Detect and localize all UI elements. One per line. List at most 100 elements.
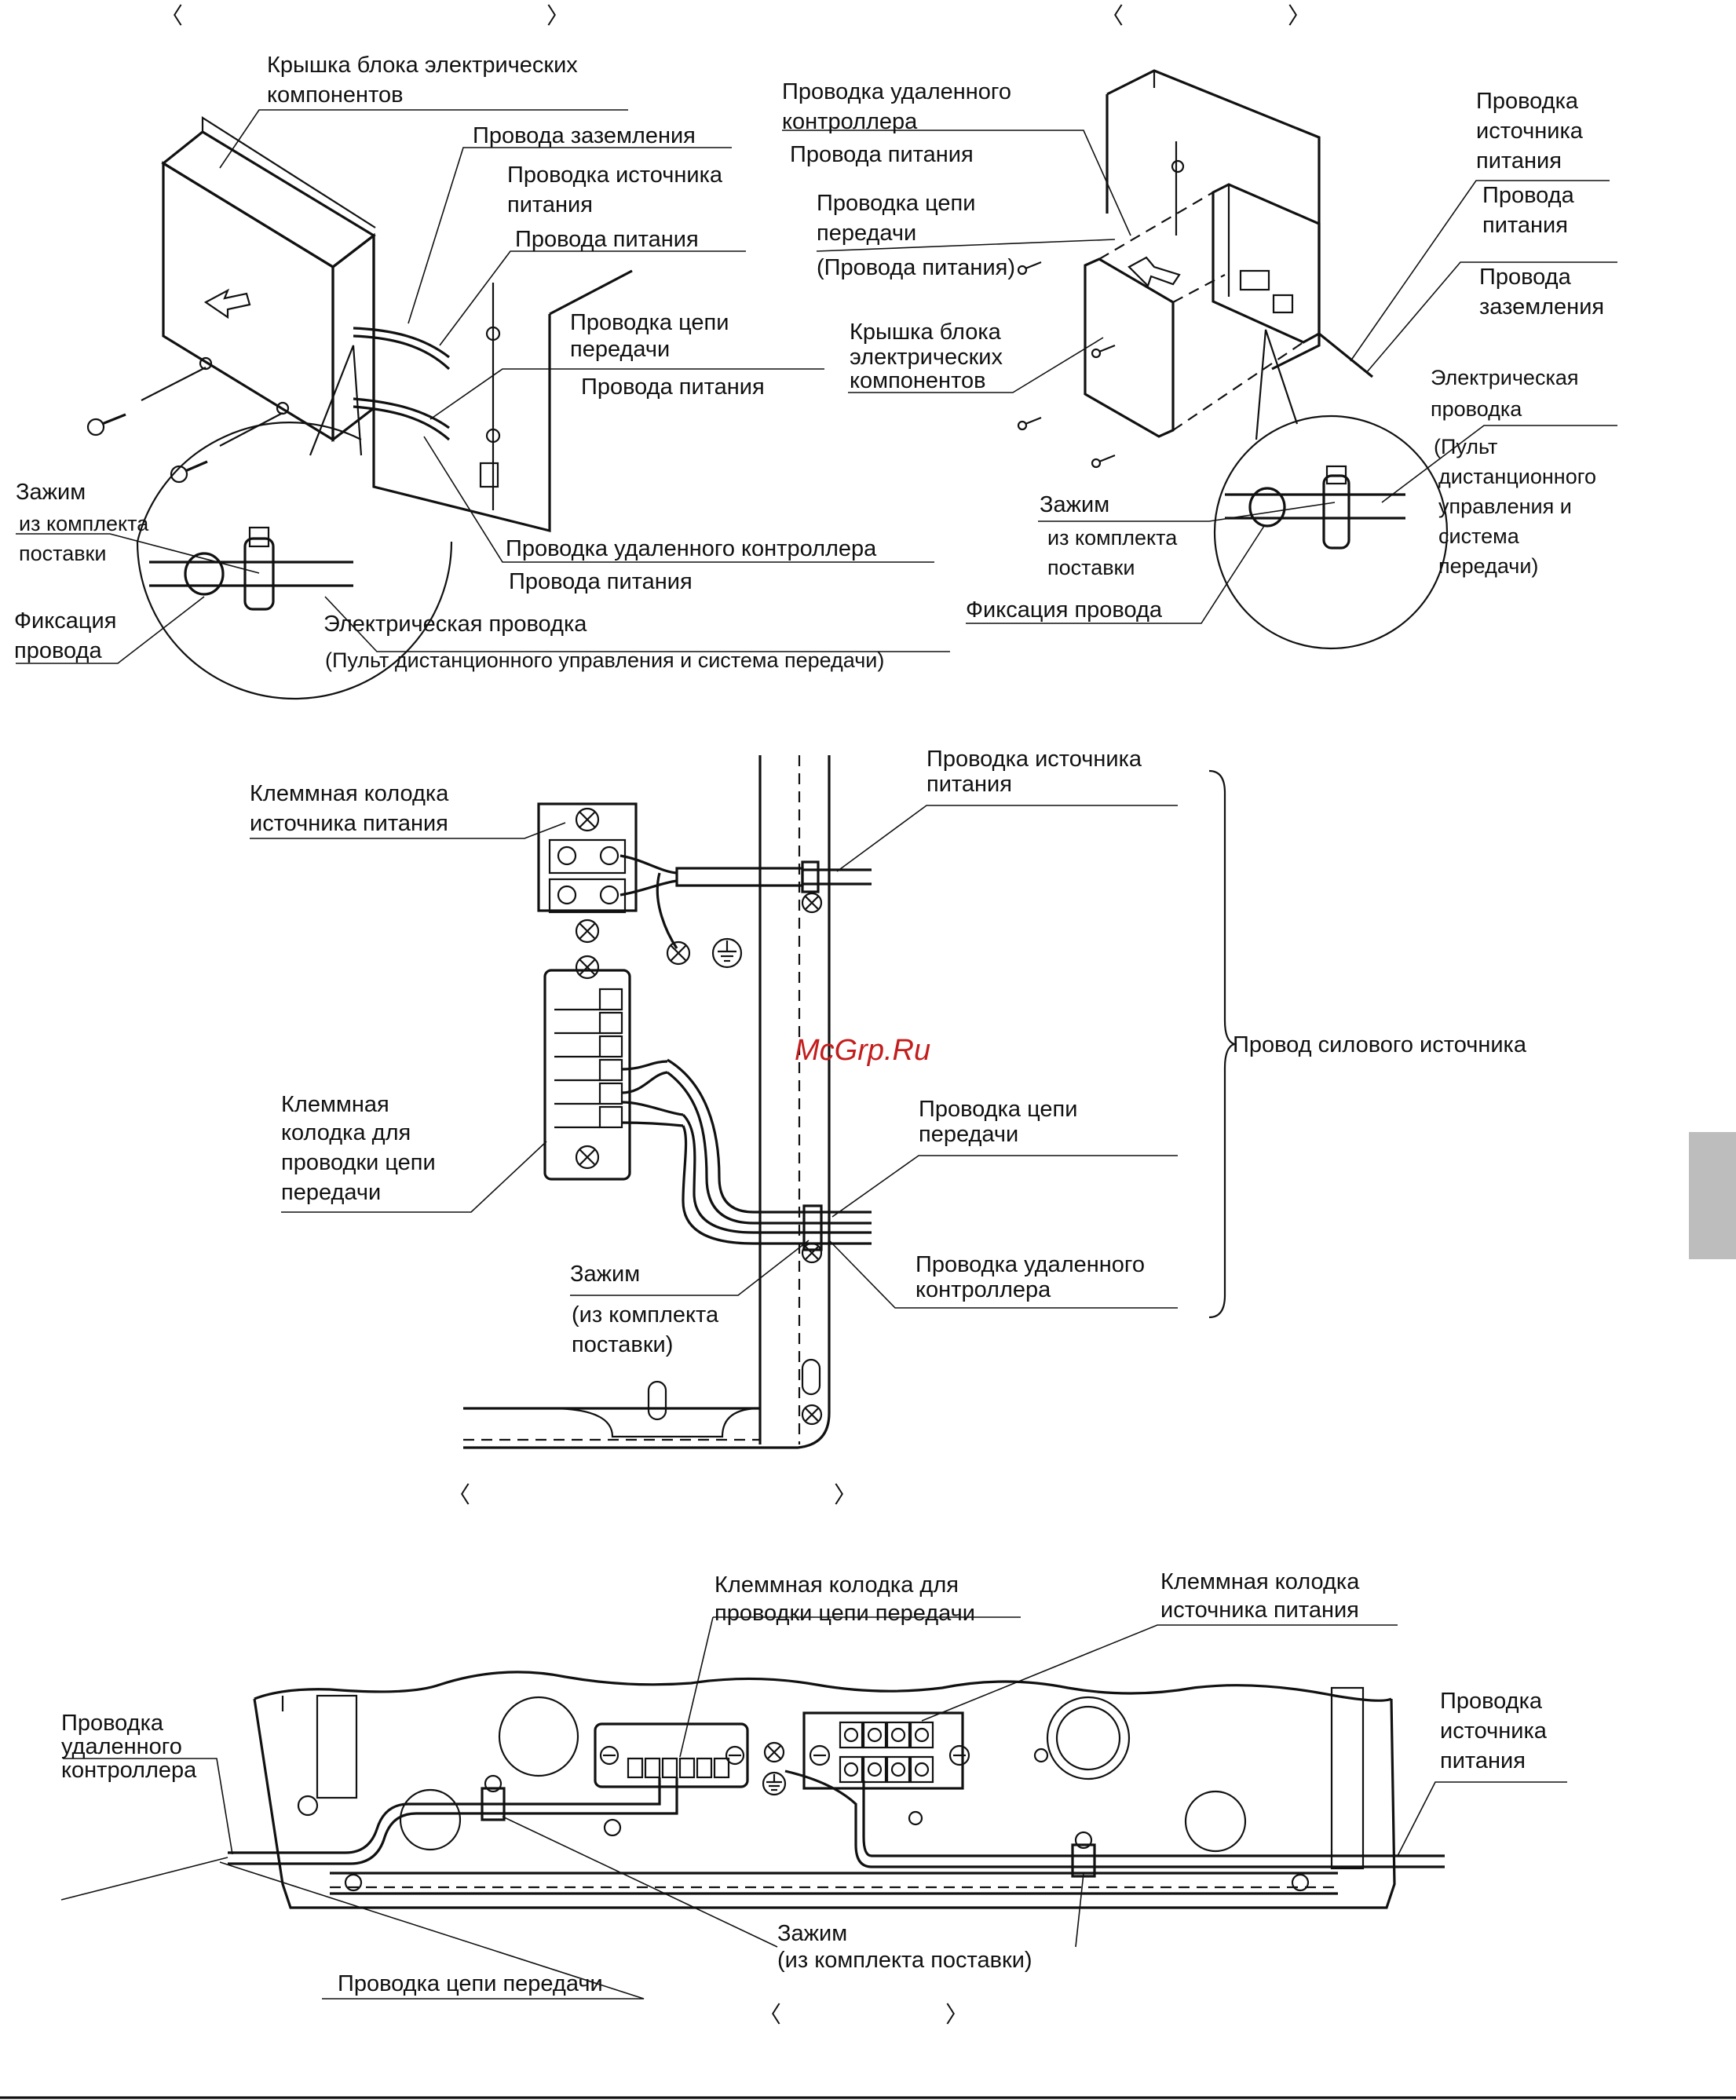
- fig2-screw-icon-4: [1091, 454, 1116, 469]
- fig3-power-block-screw-icon: [575, 807, 600, 832]
- fig3-label-trans-block-2: колодка для: [281, 1120, 411, 1145]
- fig2-unit-hole: [1171, 159, 1185, 173]
- fig2-leader-cover: [848, 337, 1104, 393]
- fig2-label-clamp-supplied-1: из комплекта: [1047, 526, 1178, 550]
- fig3-leader-power-wiring: [836, 805, 1178, 872]
- figure-1-unit-cover: Крышка блока электрических компонентов П…: [14, 53, 950, 700]
- fig1-leader-remote: [423, 436, 934, 563]
- fig2-label-cover-3: компонентов: [850, 368, 986, 393]
- fig2-label-fixing: Фиксация провода: [966, 597, 1163, 623]
- figure-4-bottom-view: Клеммная колодка для проводки цепи перед…: [60, 1569, 1567, 2000]
- fig4-leader-transmission: [219, 1861, 645, 2000]
- fig4-label-remote-2: удаленного: [61, 1734, 182, 1759]
- fig2-dash-c: [1172, 341, 1304, 431]
- fig3-power-wire-b: [619, 879, 678, 897]
- fig1-label-clamp-supplied-2: поставки: [19, 542, 106, 565]
- fig3-remote-cable-a: [682, 1113, 872, 1234]
- fig2-detail-circle: [1213, 415, 1449, 650]
- fig3-label-clamp-supplied-1: (из комплекта: [572, 1302, 719, 1328]
- fig3-label-power-block-2: источника питания: [250, 811, 448, 836]
- fig4-trans-terminals: [627, 1757, 730, 1779]
- fig2-unit-body: [1106, 69, 1321, 371]
- fig1-detail-circle: [136, 541, 453, 700]
- fig3-base-slot: [647, 1380, 667, 1421]
- fig4-leader-trans-block: [679, 1616, 714, 1758]
- fig3-power-brace: [1208, 769, 1237, 1319]
- fig2-screw-icon-2: [1091, 344, 1116, 359]
- fig3-marker-open: 〈: [448, 1483, 470, 1508]
- fig4-cross-icon: [763, 1741, 785, 1763]
- fig1-screw-guide-a: [141, 367, 206, 401]
- fig3-terminal-screw-c: [557, 885, 577, 905]
- fig4-leader-remote: [60, 1857, 228, 1901]
- fig3-base-notch: [549, 1407, 761, 1438]
- fig2-label-remote-2: контроллера: [782, 109, 918, 134]
- fig3-trans-wire-b: [621, 1071, 668, 1094]
- watermark-text: McGrp.Ru: [795, 1034, 930, 1067]
- fig2-leader-clamp: [1038, 502, 1336, 522]
- fig3-terminal-screw-d: [599, 885, 619, 905]
- fig1-wall-panel: [372, 236, 551, 533]
- fig2-label-power-wires-b2: питания: [1482, 213, 1568, 238]
- fig3-ground-icon: [711, 937, 743, 969]
- fig2-label-transmission-2: передачи: [817, 221, 916, 246]
- fig1-leader-electrical: [324, 596, 950, 652]
- fig2-leader-ground: [1365, 261, 1617, 374]
- fig1-label-power-wiring-2: питания: [507, 192, 593, 217]
- fig2-label-ground-1: Провода: [1479, 265, 1572, 290]
- fig4-knockout-hole-b: [1046, 1696, 1131, 1780]
- fig4-transmission-terminal-block: [594, 1722, 749, 1788]
- fig2-screw-icon-3: [1017, 416, 1042, 431]
- fig3-trans-block-bottom-screw-icon: [575, 1145, 600, 1170]
- fig3-trans-block-top-screw-icon: [575, 955, 600, 980]
- fig2-label-cover-1: Крышка блока: [850, 320, 1002, 345]
- fig3-panel-screw-icon: [801, 892, 823, 914]
- fig3-trans-terminals: [554, 988, 623, 1129]
- fig4-power-block-screw-icon: [809, 1744, 831, 1766]
- fig2-remove-arrow-icon: [1127, 256, 1181, 288]
- fig1-label-fixing-2: провода: [14, 638, 102, 663]
- fig3-leader-clamp: [570, 1240, 810, 1296]
- fig1-label-power-wires-c: Провода питания: [509, 569, 693, 594]
- fig3-trans-cable-b: [667, 1071, 872, 1225]
- fig4-label-transmission: Проводка цепи передачи: [338, 1971, 603, 1996]
- fig3-leader-transmission: [831, 1155, 1178, 1218]
- fig3-transmission-terminal-block: [543, 969, 631, 1181]
- fig1-clamp-detail: [149, 526, 353, 611]
- fig2-label-ground-2: заземления: [1479, 294, 1604, 320]
- fig4-label-power-block-2: источника питания: [1160, 1598, 1359, 1623]
- fig3-label-remote-2: контроллера: [916, 1277, 1051, 1302]
- fig3-label-brace: Провод силового источника: [1233, 1032, 1527, 1057]
- fig2-clamp-detail: [1225, 465, 1405, 550]
- fig1-leader-transmission: [429, 368, 824, 420]
- fig4-label-power-block-1: Клеммная колодка: [1160, 1569, 1360, 1594]
- fig1-screw-guide-b: [219, 412, 283, 447]
- fig2-terminal-b: [1272, 294, 1294, 314]
- fig2-label-transmission-3: (Провода питания): [817, 255, 1015, 280]
- fig1-leader-fixing: [16, 596, 205, 664]
- fig2-label-cover-2: электрических: [850, 345, 1003, 370]
- fig4-clamp-screw-left: [484, 1774, 503, 1793]
- fig1-label-power-wires-a: Провода питания: [515, 227, 699, 252]
- fig1-label-electrical-note: (Пульт дистанционного управления и систе…: [325, 648, 884, 672]
- fig3-trans-wire-a: [621, 1060, 668, 1071]
- fig4-rail-screw-a: [344, 1873, 363, 1892]
- fig4-power-block-screw-icon-2: [948, 1744, 970, 1766]
- fig3-label-transmission-1: Проводка цепи: [919, 1097, 1077, 1122]
- fig3-power-terminal-row-1: [548, 838, 627, 875]
- fig3-power-terminal-block: [537, 802, 638, 912]
- fig4-power-cable-upper: [862, 1780, 1445, 1857]
- fig3-trans-cable-a: [667, 1058, 872, 1214]
- fig2-terminal-a: [1239, 269, 1270, 291]
- fig2-label-electrical-1: Электрическая: [1431, 366, 1579, 389]
- fig1-marker-close: 〉: [546, 4, 569, 29]
- fig4-transmission-wire: [228, 1777, 678, 1865]
- fig2-label-clamp: Зажим: [1040, 492, 1109, 517]
- fig4-label-power-source-1: Проводка: [1440, 1689, 1543, 1714]
- fig1-leader-power: [439, 250, 746, 346]
- fig3-label-remote-1: Проводка удаленного: [916, 1252, 1145, 1277]
- fig3-label-trans-block-1: Клеммная: [281, 1092, 389, 1117]
- fig4-small-hole-b: [603, 1818, 622, 1837]
- fig1-detail-circle-arc: [136, 422, 362, 542]
- fig1-wire-a: [353, 327, 450, 359]
